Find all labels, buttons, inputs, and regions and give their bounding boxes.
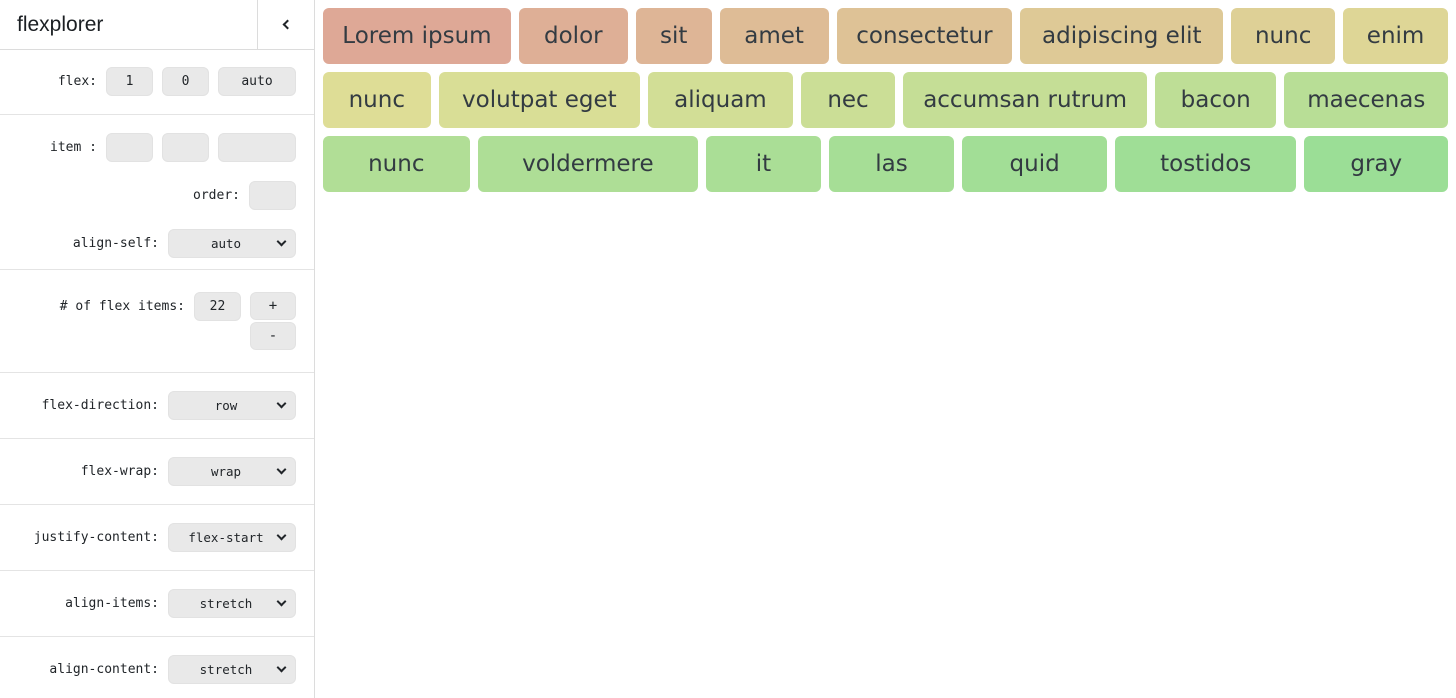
item-section: item : order: align-self: auto [0, 115, 314, 270]
flex-wrap-row: flex-wrap: wrap [0, 457, 314, 486]
order-row: order: [0, 181, 314, 210]
flex-shrink-input[interactable] [162, 67, 209, 96]
flex-direction-section: flex-direction: row [0, 373, 314, 439]
item-flex-grow-input[interactable] [106, 133, 153, 162]
flex-item[interactable]: sit [635, 8, 712, 64]
flex-row: flex: [0, 67, 314, 96]
flex-item[interactable]: consectetur [836, 8, 1013, 64]
flex-direction-select[interactable]: row [168, 391, 296, 420]
flex-item[interactable]: it [706, 136, 821, 192]
item-row: item : [0, 133, 314, 162]
flex-wrap-select-wrap: wrap [168, 457, 296, 486]
flex-item[interactable]: dolor [518, 8, 628, 64]
flex-item[interactable]: aliquam [648, 72, 793, 128]
justify-content-select-wrap: flex-start [168, 523, 296, 552]
flex-item[interactable]: las [828, 136, 955, 192]
flex-item[interactable]: adipiscing elit [1020, 8, 1224, 64]
flex-basis-input[interactable] [218, 67, 296, 96]
flex-wrap-select[interactable]: wrap [168, 457, 296, 486]
flex-item[interactable]: Lorem ipsum [323, 8, 511, 64]
align-content-row: align-content: stretch [0, 655, 314, 684]
flex-item[interactable]: nunc [323, 136, 470, 192]
align-self-row: align-self: auto [0, 229, 314, 258]
flex-item[interactable]: amet [719, 8, 829, 64]
flex-item[interactable]: tostidos [1114, 136, 1297, 192]
flex-section: flex: [0, 50, 314, 115]
flex-item[interactable]: nunc [323, 72, 431, 128]
flex-item[interactable]: gray [1304, 136, 1449, 192]
flex-item[interactable]: accumsan rutrum [903, 72, 1147, 128]
item-count-label: # of flex items: [59, 299, 185, 314]
flex-item[interactable]: nec [800, 72, 896, 128]
align-content-label: align-content: [49, 662, 159, 677]
justify-content-section: justify-content: flex-start [0, 505, 314, 571]
flex-direction-row: flex-direction: row [0, 391, 314, 420]
align-items-section: align-items: stretch [0, 571, 314, 637]
align-items-select-wrap: stretch [168, 589, 296, 618]
align-self-label: align-self: [72, 236, 159, 251]
align-self-select[interactable]: auto [168, 229, 296, 258]
item-label: item : [50, 140, 97, 155]
justify-content-select[interactable]: flex-start [168, 523, 296, 552]
flex-item[interactable]: enim [1343, 8, 1448, 64]
sidebar-collapse-button[interactable] [257, 0, 314, 49]
flex-item[interactable]: bacon [1154, 72, 1277, 128]
justify-content-row: justify-content: flex-start [0, 523, 314, 552]
item-count-input[interactable] [194, 292, 241, 321]
sidebar: flexplorer flex: item : order: [0, 0, 315, 698]
flex-item[interactable]: volutpat eget [438, 72, 641, 128]
flex-direction-select-wrap: row [168, 391, 296, 420]
align-content-select[interactable]: stretch [168, 655, 296, 684]
flex-wrap-label: flex-wrap: [80, 464, 159, 479]
order-label: order: [193, 188, 240, 203]
flex-label: flex: [57, 74, 97, 89]
flex-item[interactable]: nunc [1231, 8, 1336, 64]
item-count-section: # of flex items: + - [0, 270, 314, 373]
flex-item[interactable]: voldermere [477, 136, 699, 192]
item-flex-shrink-input[interactable] [162, 133, 209, 162]
justify-content-label: justify-content: [33, 530, 159, 545]
align-self-select-wrap: auto [168, 229, 296, 258]
flex-item[interactable]: quid [962, 136, 1107, 192]
add-item-button[interactable]: + [250, 292, 296, 320]
chevron-left-icon [282, 19, 293, 30]
align-items-select[interactable]: stretch [168, 589, 296, 618]
flex-grow-input[interactable] [106, 67, 153, 96]
align-content-select-wrap: stretch [168, 655, 296, 684]
item-count-row: # of flex items: + - [0, 292, 314, 350]
app-title: flexplorer [17, 12, 104, 36]
order-input[interactable] [249, 181, 296, 210]
align-items-label: align-items: [65, 596, 159, 611]
align-content-section: align-content: stretch [0, 637, 314, 698]
item-count-buttons: + - [250, 292, 296, 350]
sidebar-header: flexplorer [0, 0, 314, 50]
remove-item-button[interactable]: - [250, 322, 296, 350]
flex-item[interactable]: maecenas [1284, 72, 1449, 128]
flex-wrap-section: flex-wrap: wrap [0, 439, 314, 505]
item-flex-basis-input[interactable] [218, 133, 296, 162]
flex-direction-label: flex-direction: [41, 398, 159, 413]
align-items-row: align-items: stretch [0, 589, 314, 618]
